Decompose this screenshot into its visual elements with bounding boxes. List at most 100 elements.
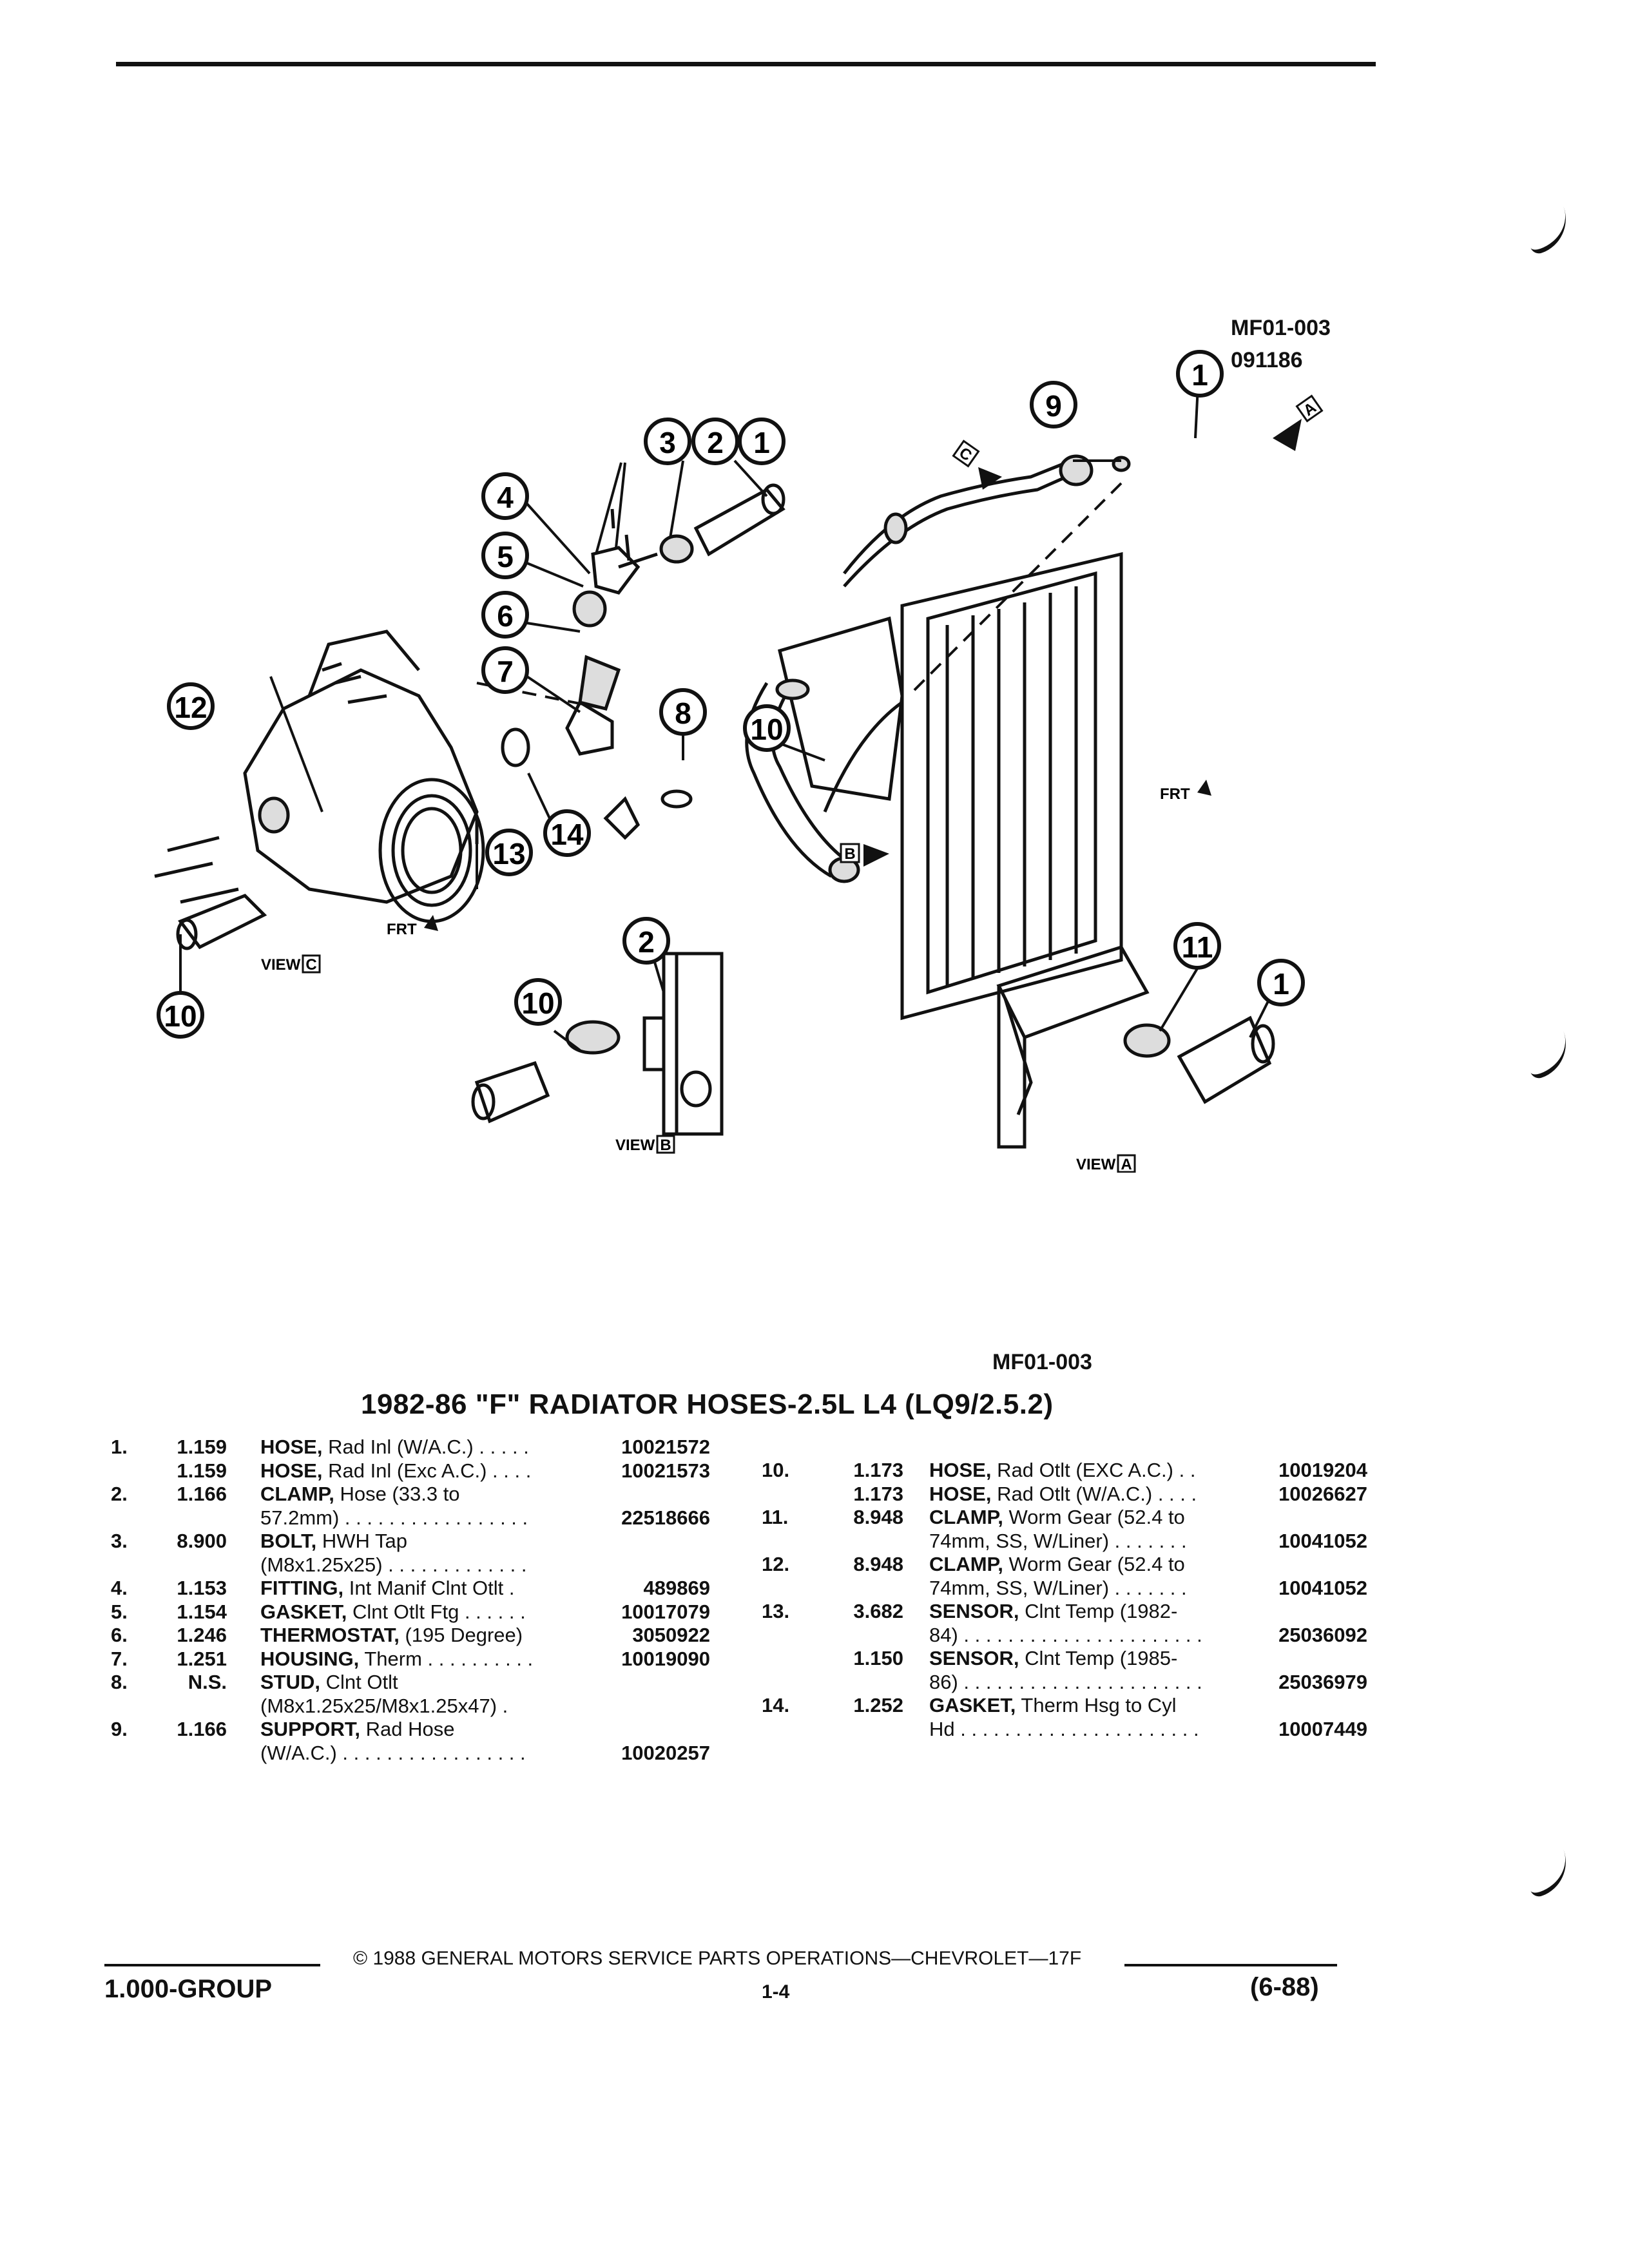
part-detail: Rad Otlt (W/A.C.) . . . . [991, 1482, 1197, 1505]
item-number: 8. [111, 1671, 128, 1693]
part-description: GASKET, Clnt Otlt Ftg . . . . . . [260, 1600, 526, 1624]
svg-text:10: 10 [164, 999, 197, 1033]
part-detail: (195 Degree) [399, 1624, 523, 1646]
svg-text:14: 14 [550, 818, 584, 851]
catalog-group: 1.173 [853, 1459, 903, 1481]
catalog-group: 1.153 [177, 1577, 227, 1599]
callout-1-main: 1 [1176, 350, 1224, 398]
svg-text:2: 2 [638, 925, 655, 959]
callout-10-view-b: 10 [514, 978, 562, 1026]
part-description: HOSE, Rad Inl (Exc A.C.) . . . . [260, 1459, 531, 1483]
catalog-group: 1.246 [177, 1624, 227, 1646]
callout-14: 14 [543, 809, 591, 857]
view-a-detail [996, 945, 1275, 1149]
svg-text:A: A [1121, 1156, 1132, 1173]
callout-4: 4 [481, 472, 529, 520]
svg-text:B: B [844, 845, 855, 863]
part-name: HOSE, [260, 1459, 323, 1482]
callout-11: 11 [1173, 922, 1221, 970]
part-description: 86) . . . . . . . . . . . . . . . . . . … [929, 1671, 1202, 1695]
part-detail: Clnt Otlt Ftg . . . . . . [347, 1600, 526, 1623]
catalog-group: 1.150 [853, 1647, 903, 1669]
part-name: SENSOR, [929, 1600, 1019, 1622]
item-number: 12. [762, 1553, 790, 1575]
part-name: BOLT, [260, 1530, 317, 1552]
part-name: CLAMP, [260, 1483, 334, 1505]
callout-13: 13 [485, 829, 533, 876]
part-name: STUD, [260, 1671, 320, 1693]
arrow-c: C [952, 439, 1002, 490]
part-number: 10019090 [621, 1647, 710, 1670]
part-number: 10020257 [621, 1741, 710, 1764]
part-description: 57.2mm) . . . . . . . . . . . . . . . . … [260, 1506, 528, 1530]
callout-6: 6 [481, 591, 529, 639]
part-name: CLAMP, [929, 1553, 1003, 1575]
callout-10-main: 10 [743, 704, 791, 752]
illustration-date: 091186 [1231, 348, 1303, 372]
part-number: 10021572 [621, 1436, 710, 1458]
illustration-code-bottom: MF01-003 [992, 1350, 1092, 1374]
part-description: HOSE, Rad Otlt (W/A.C.) . . . . [929, 1483, 1197, 1506]
part-detail: Clnt Otlt [320, 1671, 398, 1693]
callout-1-view-a: 1 [1257, 959, 1305, 1006]
item-number: 5. [111, 1600, 128, 1623]
catalog-group: 1.251 [177, 1647, 227, 1670]
catalog-group: 1.159 [177, 1436, 227, 1458]
part-detail: (M8x1.25x25) . . . . . . . . . . . . . [260, 1553, 527, 1576]
part-name: SUPPORT, [260, 1718, 361, 1740]
part-number: 10017079 [621, 1600, 710, 1623]
part-name: HOSE, [929, 1459, 992, 1481]
parts-list-row: 84) . . . . . . . . . . . . . . . . . . … [762, 1624, 1367, 1648]
part-detail: 74mm, SS, W/Liner) . . . . . . . [929, 1529, 1187, 1552]
view-b-detail [471, 952, 724, 1136]
part-name: HOSE, [929, 1482, 992, 1505]
part-detail: Hose (33.3 to [334, 1483, 460, 1505]
item-number: 1. [111, 1436, 128, 1458]
part-name: CLAMP, [929, 1506, 1003, 1528]
part-detail: 84) . . . . . . . . . . . . . . . . . . … [929, 1623, 1202, 1646]
catalog-group: 1.159 [177, 1459, 227, 1482]
part-description: 84) . . . . . . . . . . . . . . . . . . … [929, 1624, 1202, 1648]
part-detail: Therm . . . . . . . . . . [359, 1647, 534, 1670]
group-number: 1.000-GROUP [104, 1975, 273, 2003]
catalog-group: N.S. [188, 1671, 227, 1693]
part-detail: Rad Otlt (EXC A.C.) . . [991, 1459, 1196, 1481]
footer-rule-right [1124, 1964, 1337, 1966]
svg-text:1: 1 [1273, 967, 1289, 1001]
view-b-label: VIEW B [615, 1135, 675, 1154]
parts-list-row: 74mm, SS, W/Liner) . . . . . . .10041052 [762, 1577, 1367, 1600]
callout-1-view-c: 1 [738, 418, 786, 465]
part-detail: 57.2mm) . . . . . . . . . . . . . . . . … [260, 1506, 528, 1529]
catalog-group: 1.166 [177, 1718, 227, 1740]
part-description: STUD, Clnt Otlt [260, 1671, 398, 1695]
svg-text:10: 10 [521, 986, 554, 1020]
front-arrow-main: FRT [1160, 780, 1211, 803]
part-number: 25036979 [1278, 1670, 1367, 1693]
part-number: 10041052 [1278, 1576, 1367, 1599]
item-number: 4. [111, 1577, 128, 1599]
revision-date: (6-88) [1250, 1973, 1319, 2001]
part-detail: Rad Hose [360, 1718, 455, 1740]
part-detail: Therm Hsg to Cyl [1016, 1694, 1177, 1716]
part-detail: Clnt Temp (1982- [1019, 1600, 1178, 1622]
catalog-group: 3.682 [853, 1600, 903, 1622]
parts-list-row: (M8x1.25x25) . . . . . . . . . . . . . [111, 1553, 710, 1577]
callout-5: 5 [481, 532, 529, 579]
svg-text:VIEW: VIEW [261, 956, 301, 974]
item-number: 14. [762, 1694, 790, 1716]
part-number: 3050922 [632, 1624, 710, 1646]
svg-text:12: 12 [174, 691, 207, 724]
part-name: GASKET, [929, 1694, 1016, 1716]
parts-list-row: 57.2mm) . . . . . . . . . . . . . . . . … [111, 1506, 710, 1530]
